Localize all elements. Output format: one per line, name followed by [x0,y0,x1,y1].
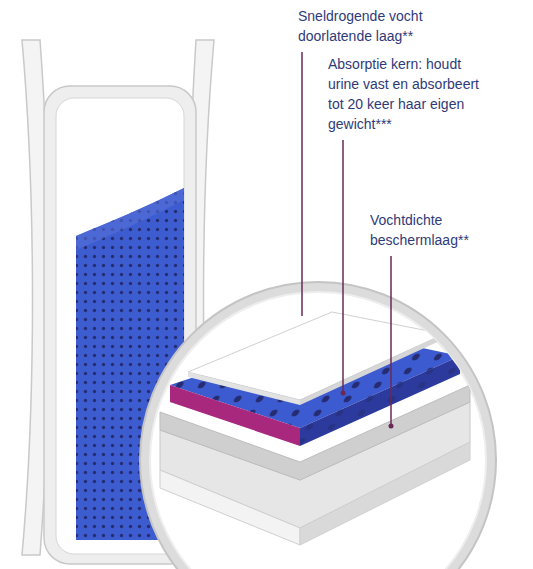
leader-line [342,140,344,392]
magnifier-rim [140,282,496,569]
leader-dot [341,391,346,396]
leader-line [390,256,392,425]
core-edge [76,188,184,250]
topsheet-edge [300,334,444,405]
layer-section [160,312,470,545]
topsheet-edge [188,372,300,405]
callout-label: Sneldrogende vocht doorlatende laag** [298,6,448,46]
magnifier-lens [150,292,486,569]
leader-line [301,52,303,316]
callout-label: Absorptie kern: houdt urine vast en abso… [328,54,488,134]
protective-layer-face [160,470,300,545]
callout-label: Vochtdichte beschermlaag** [370,210,490,250]
leader-dot [389,424,394,429]
